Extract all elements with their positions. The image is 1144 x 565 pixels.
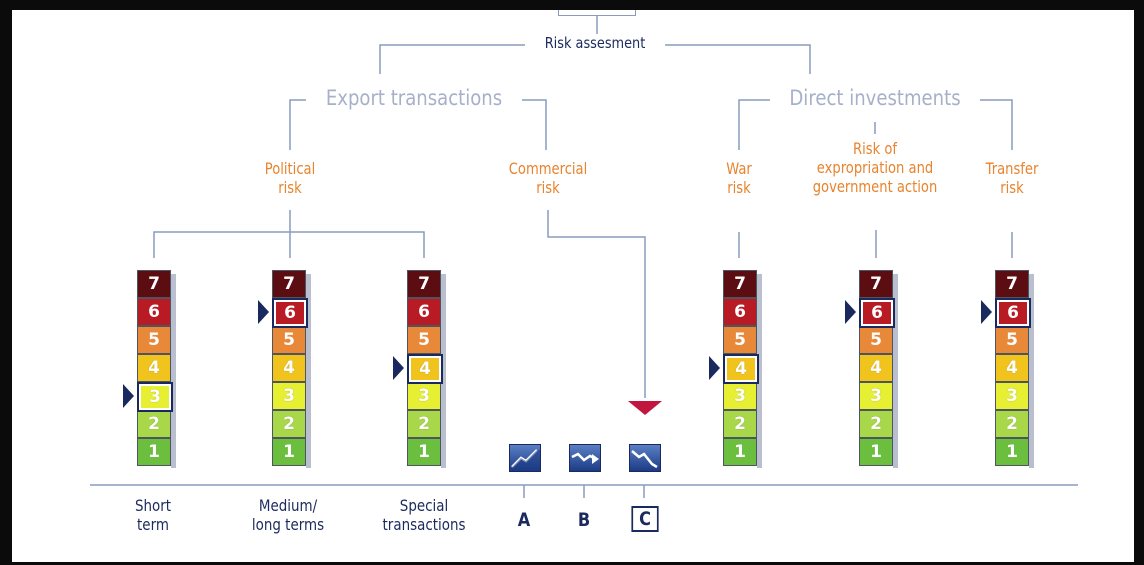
risk-level-7: 7 xyxy=(995,270,1029,298)
risk-level-6: 6 xyxy=(995,298,1031,328)
risk-level-4: 4 xyxy=(995,354,1029,382)
grade-c-label: C xyxy=(631,506,659,533)
grade-a-label: A xyxy=(517,509,531,531)
risk-level-7: 7 xyxy=(137,270,171,298)
risk-level-2: 2 xyxy=(859,410,893,438)
stack-shadow xyxy=(171,274,176,468)
risk-level-1: 1 xyxy=(723,438,757,466)
risk-level-5: 5 xyxy=(859,326,893,354)
risk-level-2: 2 xyxy=(723,410,757,438)
risk-level-2: 2 xyxy=(407,410,441,438)
risk-level-3: 3 xyxy=(137,382,173,412)
risk-level-3: 3 xyxy=(723,382,757,410)
connector-to-direct xyxy=(665,44,811,74)
risk-level-7: 7 xyxy=(272,270,306,298)
risk-level-pointer xyxy=(845,300,856,324)
trend-down-icon xyxy=(629,444,661,472)
connector-direct-war xyxy=(738,99,770,150)
risk-level-1: 1 xyxy=(272,438,306,466)
top-connector xyxy=(558,10,636,16)
risk-level-7: 7 xyxy=(407,270,441,298)
risk-level-1: 1 xyxy=(137,438,171,466)
commercial-indicator-triangle xyxy=(628,401,662,415)
trend-up-icon xyxy=(509,444,541,472)
stack-shadow xyxy=(893,274,898,468)
risk-level-5: 5 xyxy=(723,326,757,354)
risk-level-6: 6 xyxy=(723,298,757,326)
risk-level-2: 2 xyxy=(137,410,171,438)
risk-level-pointer xyxy=(393,356,404,380)
connector-direct-transfer xyxy=(980,99,1013,150)
risk-level-6: 6 xyxy=(272,298,308,328)
risk-level-1: 1 xyxy=(407,438,441,466)
risk-level-pointer xyxy=(258,300,269,324)
risk-level-pointer xyxy=(981,300,992,324)
connector-export-political xyxy=(289,99,306,150)
grade-b-label: B xyxy=(577,509,591,531)
risk-level-6: 6 xyxy=(407,298,441,326)
risk-level-5: 5 xyxy=(407,326,441,354)
stack-shadow xyxy=(441,274,446,468)
connector-to-export xyxy=(379,44,525,74)
risk-level-3: 3 xyxy=(995,382,1029,410)
risk-level-4: 4 xyxy=(137,354,171,382)
risk-level-5: 5 xyxy=(137,326,171,354)
connector-export-commercial xyxy=(522,99,547,150)
risk-level-1: 1 xyxy=(859,438,893,466)
medium-long-terms-label: Medium/long terms xyxy=(251,496,325,534)
risk-level-5: 5 xyxy=(272,326,306,354)
risk-level-6: 6 xyxy=(137,298,171,326)
risk-level-3: 3 xyxy=(272,382,306,410)
risk-level-7: 7 xyxy=(859,270,893,298)
risk-level-pointer xyxy=(123,384,134,408)
risk-level-4: 4 xyxy=(723,354,759,384)
risk-assessment-title: Risk assesment xyxy=(537,34,653,53)
stack-shadow xyxy=(1029,274,1034,468)
risk-level-6: 6 xyxy=(859,298,895,328)
political-bracket xyxy=(153,231,425,258)
risk-level-3: 3 xyxy=(859,382,893,410)
stack-shadow xyxy=(306,274,311,468)
risk-level-2: 2 xyxy=(272,410,306,438)
risk-level-4: 4 xyxy=(272,354,306,382)
risk-level-4: 4 xyxy=(859,354,893,382)
trend-flat-icon xyxy=(569,444,601,472)
direct-investments-label: Direct investments xyxy=(784,86,966,111)
risk-level-1: 1 xyxy=(995,438,1029,466)
risk-level-2: 2 xyxy=(995,410,1029,438)
risk-level-4: 4 xyxy=(407,354,443,384)
export-transactions-label: Export transactions xyxy=(320,86,508,111)
stack-shadow xyxy=(757,274,762,468)
connector-commercial-indicator xyxy=(547,210,646,398)
risk-level-5: 5 xyxy=(995,326,1029,354)
risk-level-3: 3 xyxy=(407,382,441,410)
risk-level-pointer xyxy=(709,356,720,380)
risk-level-7: 7 xyxy=(723,270,757,298)
